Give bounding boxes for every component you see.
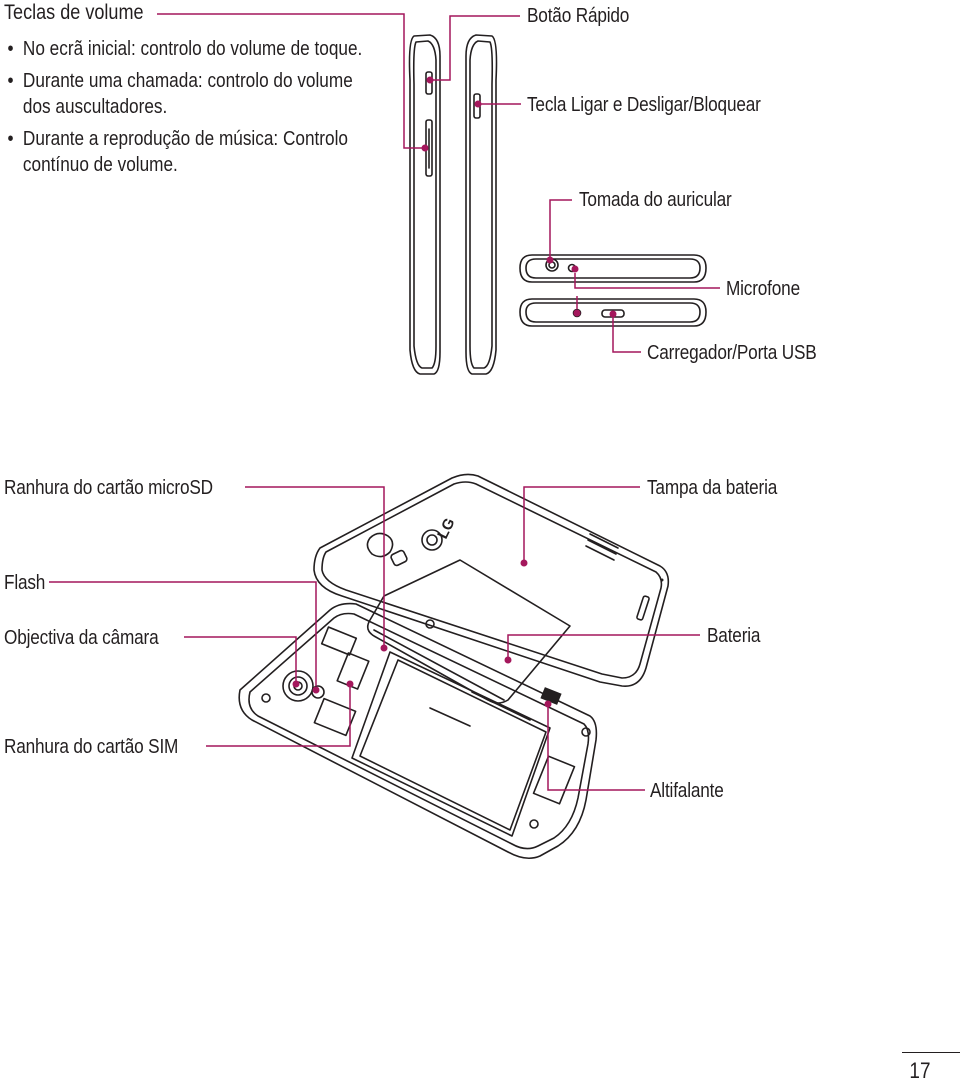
label-sim-slot: Ranhura do cartão SIM — [4, 736, 179, 758]
leader-quick-button — [430, 15, 520, 81]
page-number: 17 — [908, 1058, 930, 1083]
phone-left-side-view — [408, 34, 441, 375]
list-item: Durante uma chamada: controlo do volume … — [4, 68, 365, 120]
label-power-key: Tecla Ligar e Desligar/Bloquear — [527, 94, 761, 116]
leader-usb — [612, 317, 641, 353]
leader-battery — [507, 634, 700, 660]
leader-camera-lens — [184, 636, 297, 681]
page-number-rule — [902, 1052, 960, 1053]
leader-speaker — [547, 705, 645, 791]
label-microsd-slot: Ranhura do cartão microSD — [4, 477, 213, 499]
list-item: Durante a reprodução de música: Controlo… — [4, 126, 365, 178]
leader-microsd — [245, 486, 385, 646]
battery-cover-illustration — [313, 473, 670, 687]
list-item: No ecrã inicial: controlo do volume de t… — [4, 36, 365, 62]
phone-right-side-view — [465, 34, 498, 375]
leader-microphone — [574, 273, 720, 289]
label-charger-usb: Carregador/Porta USB — [647, 342, 817, 364]
label-quick-button: Botão Rápido — [527, 5, 630, 27]
leader-flash — [49, 581, 317, 686]
leader-headset-jack — [549, 199, 572, 260]
label-speaker: Altifalante — [650, 780, 724, 802]
label-headset-jack: Tomada do auricular — [579, 189, 732, 211]
volume-keys-list: No ecrã inicial: controlo do volume de t… — [4, 36, 365, 184]
battery-illustration — [366, 559, 571, 704]
leader-battery-cover — [523, 486, 640, 563]
label-flash: Flash — [4, 572, 46, 594]
volume-keys-title: Teclas de volume — [4, 1, 144, 24]
label-battery-cover: Tampa da bateria — [647, 477, 778, 499]
phone-top-edge-view — [519, 254, 707, 283]
phone-open-back-view — [238, 602, 598, 860]
label-battery: Bateria — [707, 625, 761, 647]
leader-sim — [206, 686, 351, 747]
label-camera-lens: Objectiva da câmara — [4, 627, 159, 649]
leader-volume — [157, 13, 425, 149]
label-microphone: Microfone — [726, 278, 800, 300]
